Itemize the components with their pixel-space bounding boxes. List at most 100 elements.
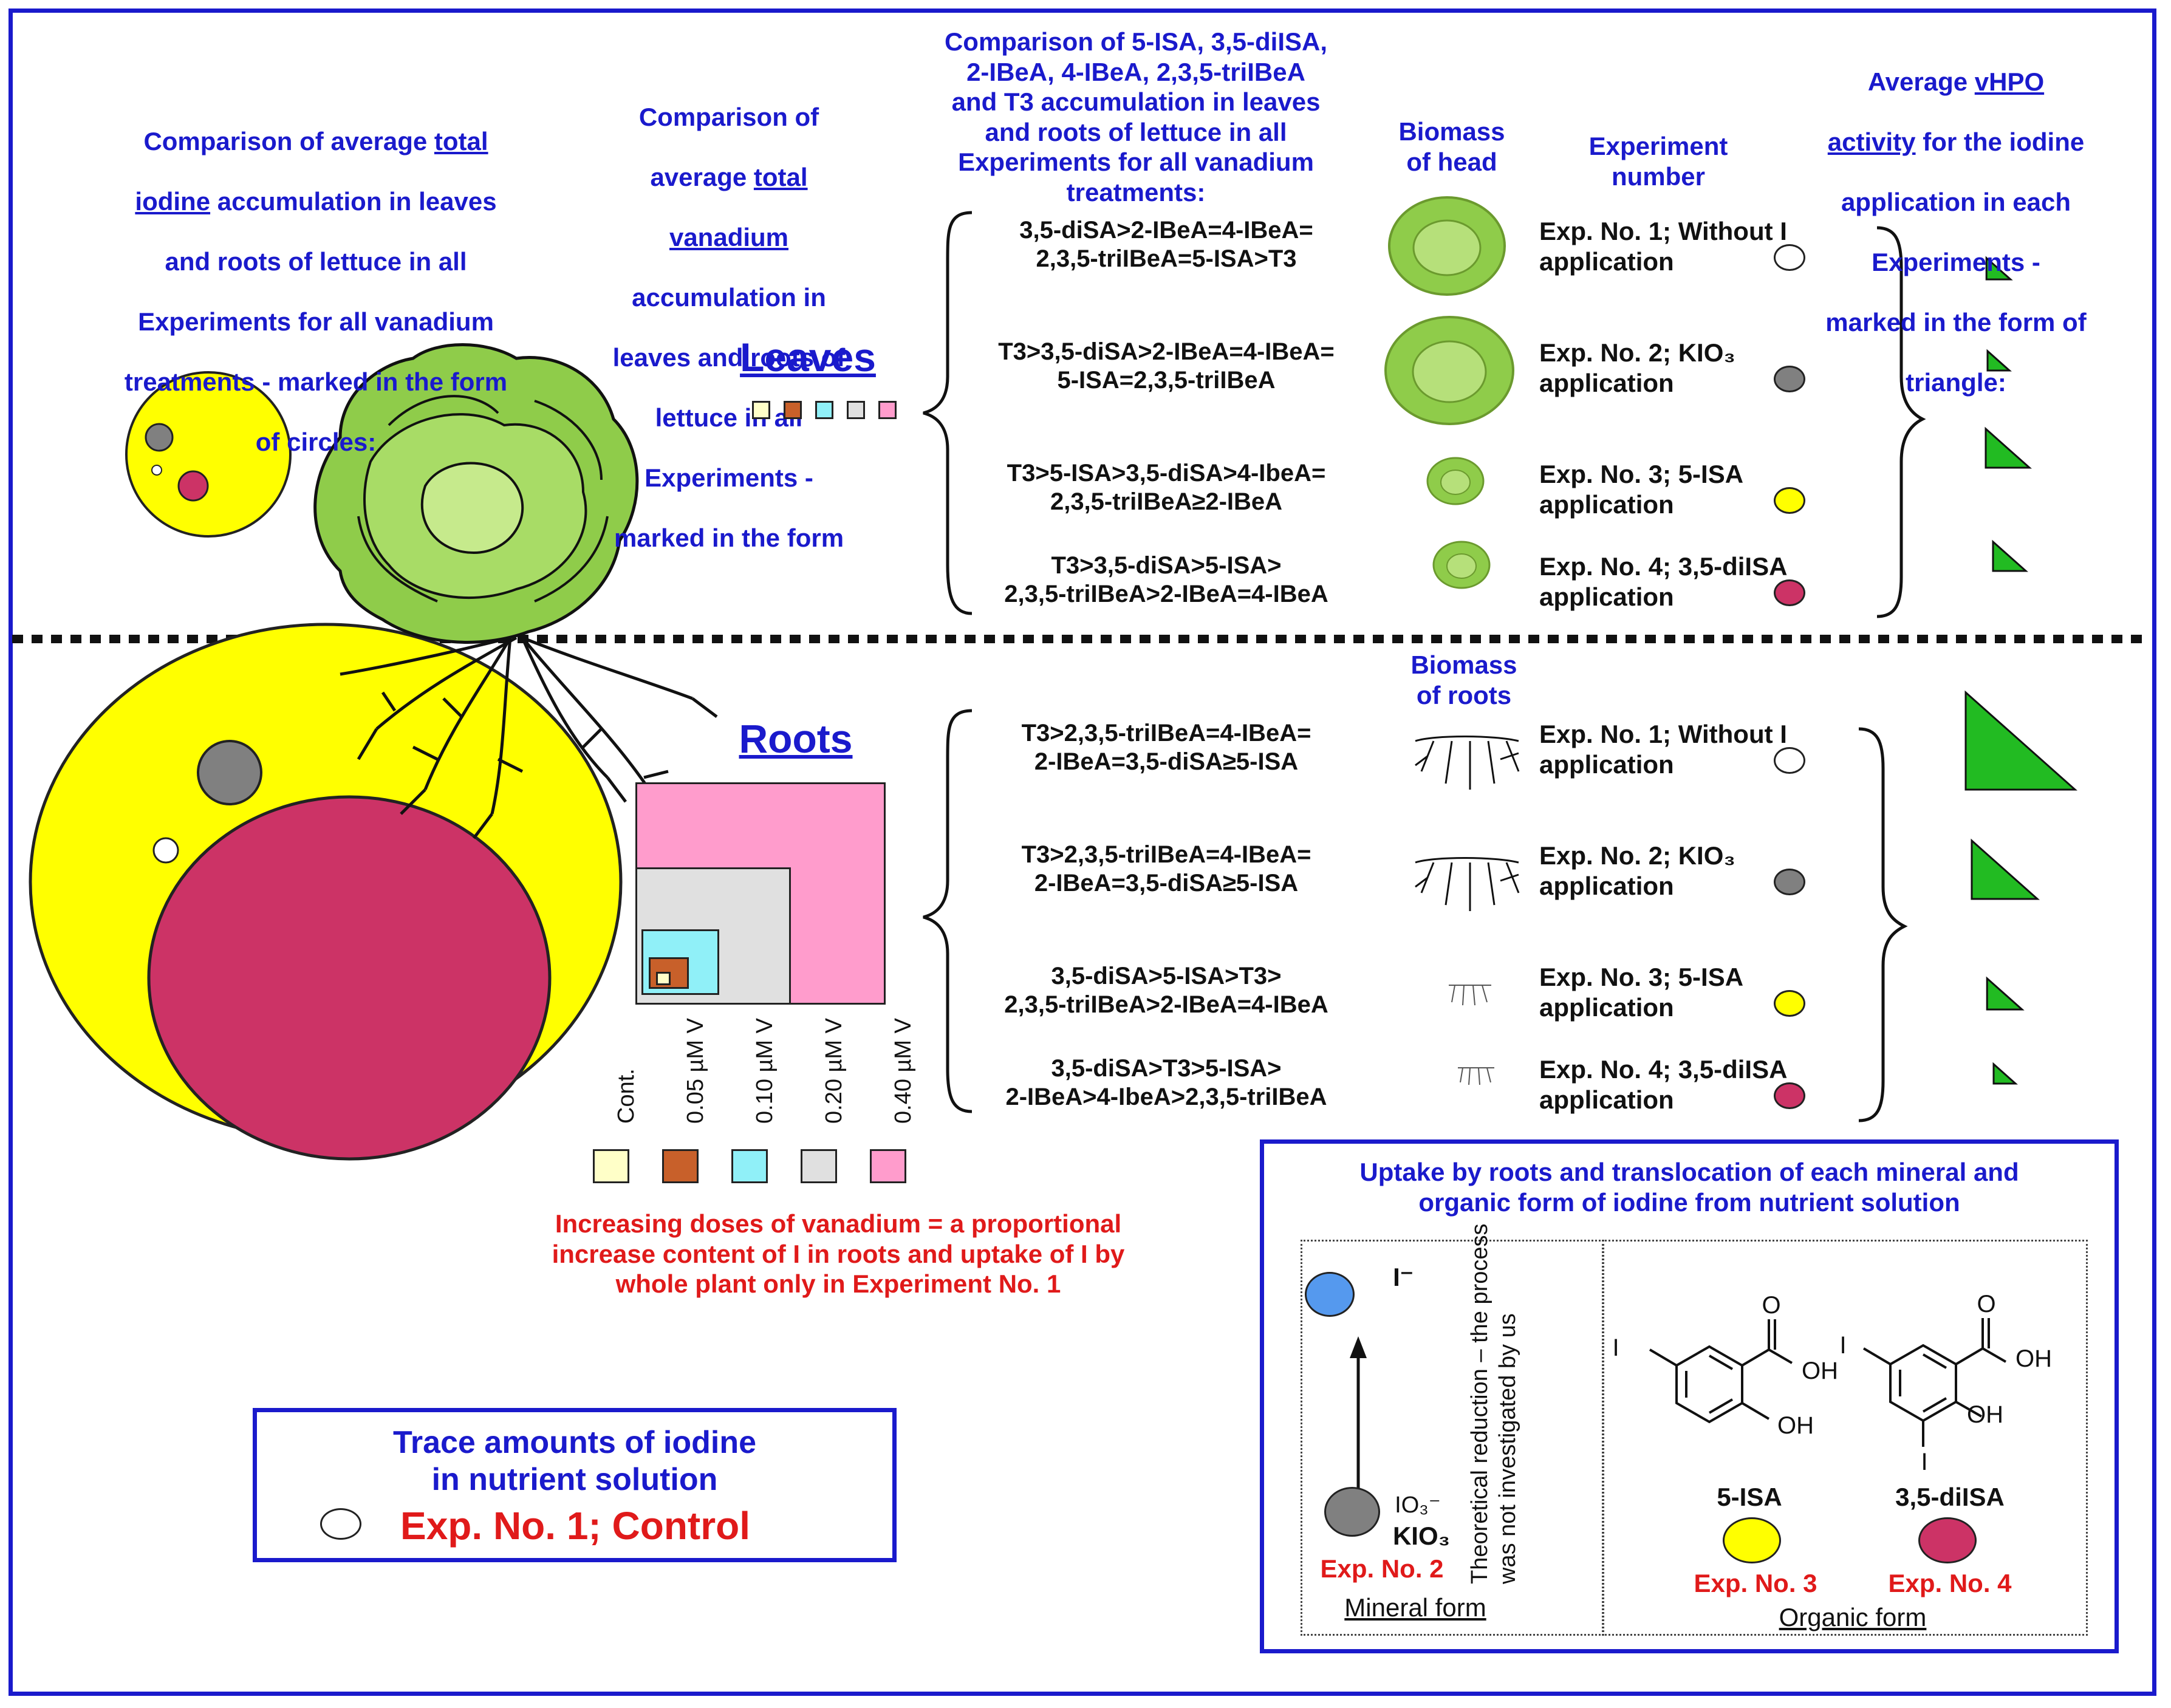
vanadium-legend-label: 0.10 µM V [752, 1018, 778, 1124]
reduction-arrowhead [1350, 1336, 1367, 1358]
biomass-roots-3 [1449, 985, 1491, 1006]
vanadium-dose-note: Increasing doses of vanadium = a proport… [552, 1209, 1125, 1299]
atom-oh1-5isa: OH [1802, 1358, 1838, 1384]
atom-oh2-5isa: OH [1777, 1412, 1814, 1439]
biomass-roots-4 [1458, 1067, 1494, 1085]
root-iodine-circle-crimson [147, 795, 552, 1161]
leaves-ranking-2: T3>3,5-diSA>2-IBeA=4-IBeA= 5-ISA=2,3,5-t… [998, 338, 1335, 394]
iodide-circle [1305, 1272, 1355, 1317]
roots-experiment-2: Exp. No. 2; KIO₃ application [1539, 841, 1735, 900]
roots-experiment-1: Exp. No. 1; Without I application [1539, 720, 1787, 779]
leaves-vhpo-triangle-2 [1986, 349, 2012, 372]
header-vanadium-accumulation: Comparison of average total vanadium acc… [612, 102, 846, 553]
roots-experiment-marker-1 [1774, 747, 1805, 774]
atom-oh1-diisa: OH [2015, 1345, 2052, 1372]
brace-leaves-left [923, 211, 973, 615]
leaves-experiment-2: Exp. No. 2; KIO₃ application [1539, 338, 1735, 397]
leaf-iodine-circle-white [151, 465, 162, 476]
vanadium-legend-swatch [870, 1149, 906, 1183]
leaf-vanadium-square-040 [878, 401, 897, 419]
trace-iodine-box: Trace amounts of iodine in nutrient solu… [253, 1408, 897, 1562]
uptake-translocation-box: Uptake by roots and translocation of eac… [1260, 1139, 2119, 1653]
roots-experiment-marker-3 [1774, 990, 1805, 1017]
leaves-experiment-marker-4 [1774, 579, 1805, 606]
leaves-experiment-marker-2 [1774, 366, 1805, 392]
structure-3-5-diisa [1862, 1318, 2007, 1447]
atom-i-5isa: I [1612, 1334, 1619, 1361]
header-experiment-number: Experiment number [1588, 132, 1728, 191]
structure-5-isa [1649, 1319, 1793, 1424]
header-biomass-head: Biomass of head [1398, 117, 1505, 176]
leaves-experiment-marker-3 [1774, 487, 1805, 514]
mineral-form-label: Mineral form [1344, 1593, 1486, 1622]
organic-form-panel [1602, 1240, 2088, 1636]
trace-box-title: Trace amounts of iodine in nutrient solu… [392, 1425, 757, 1498]
header-vhpo-activity: Average vHPO activity for the iodine app… [1825, 67, 2087, 397]
leaf-vanadium-square-005 [784, 401, 802, 419]
leaf-iodine-circle-yellow [125, 371, 292, 538]
circle-5-isa [1723, 1517, 1781, 1563]
circle-3-5-diisa [1918, 1517, 1977, 1563]
trace-box-label: Exp. No. 1; Control [400, 1504, 750, 1548]
leaf-vanadium-square-020 [847, 401, 865, 419]
roots-ranking-3: 3,5-diSA>5-ISA>T3> 2,3,5-triIBeA>2-IBeA=… [1004, 963, 1328, 1019]
root-iodine-circle-white [152, 837, 179, 864]
roots-experiment-marker-2 [1774, 869, 1805, 895]
leaves-experiment-3: Exp. No. 3; 5-ISA application [1539, 460, 1744, 519]
leaves-ranking-1: 3,5-diSA>2-IBeA=4-IBeA= 2,3,5-triIBeA=5-… [1019, 217, 1313, 273]
uptake-box-title: Uptake by roots and translocation of eac… [1359, 1158, 2019, 1217]
roots-vhpo-triangle-1 [1964, 690, 2077, 791]
trace-white-circle [320, 1508, 361, 1540]
iodate-circle [1324, 1487, 1380, 1537]
leaves-ranking-4: T3>3,5-diSA>5-ISA> 2,3,5-triIBeA>2-IBeA=… [1004, 552, 1328, 608]
reduction-note: Theoretical reduction – the process was … [1467, 1223, 1520, 1584]
vanadium-legend-label: 0.20 µM V [821, 1018, 847, 1124]
leaves-experiment-4: Exp. No. 4; 3,5-diISA application [1539, 552, 1788, 611]
vhpo-triangles [1964, 256, 2077, 1085]
section-label-roots: Roots [739, 716, 853, 761]
exp4-label: Exp. No. 4 [1888, 1569, 2012, 1597]
leaf-iodine-circle-crimson [177, 470, 209, 502]
atom-i1-diisa: I [1839, 1332, 1847, 1359]
leaves-ranking-3: T3>5-ISA>3,5-diSA>4-IbeA= 2,3,5-triIBeA≥… [1007, 460, 1326, 516]
roots-experiment-marker-4 [1774, 1082, 1805, 1109]
roots-vhpo-triangle-2 [1971, 838, 2040, 900]
root-iodine-circle-gray [197, 740, 262, 805]
leaves-vhpo-triangle-1 [1985, 256, 2013, 281]
vanadium-legend-swatch [593, 1149, 629, 1183]
label-3-5-diisa: 3,5-diISA [1895, 1483, 2005, 1511]
leaves-vhpo-triangle-3 [1985, 426, 2032, 469]
vanadium-legend-swatch [801, 1149, 837, 1183]
iodate-label: IO₃⁻ [1395, 1492, 1441, 1518]
vanadium-legend-label: 0.40 µM V [891, 1018, 916, 1124]
leaves-vhpo-triangle-4 [1992, 539, 2028, 572]
roots-ranking-4: 3,5-diSA>T3>5-ISA> 2-IBeA>4-IbeA>2,3,5-t… [1005, 1055, 1327, 1111]
header-compounds-accumulation: Comparison of 5-ISA, 3,5-diISA, 2-IBeA, … [944, 27, 1328, 207]
biomass-head-2 [1384, 316, 1514, 425]
atom-o-5isa: O [1762, 1292, 1781, 1319]
biomass-head-3 [1426, 457, 1485, 505]
roots-experiment-4: Exp. No. 4; 3,5-diISA application [1539, 1055, 1788, 1114]
biomass-head-4 [1432, 541, 1491, 589]
biomass-roots-1 [1415, 736, 1520, 790]
kio3-label: KIO₃ [1392, 1522, 1451, 1550]
atom-i2-diisa: I [1921, 1449, 1928, 1475]
outer-frame [9, 9, 2156, 1696]
root-vanadium-square-cont [656, 972, 671, 985]
section-label-leaves: Leaves [740, 335, 876, 380]
roots-ranking-2: T3>2,3,5-triIBeA=4-IBeA= 2-IBeA=3,5-diSA… [1021, 841, 1311, 897]
vanadium-legend-label: Cont. [614, 1068, 639, 1124]
biomass-roots-2 [1415, 857, 1520, 911]
atom-o-diisa: O [1977, 1291, 1996, 1317]
label-5-isa: 5-ISA [1717, 1483, 1782, 1511]
roots-vhpo-triangle-4 [1992, 1062, 2018, 1085]
header-biomass-roots: Biomass of roots [1410, 651, 1517, 709]
leaves-experiment-marker-1 [1774, 244, 1805, 271]
roots-experiment-3: Exp. No. 3; 5-ISA application [1539, 963, 1744, 1022]
roots-vhpo-triangle-3 [1986, 976, 2025, 1011]
leaf-iodine-circle-gray [145, 423, 174, 452]
atom-oh2-diisa: OH [1967, 1401, 2003, 1428]
iodide-label: I⁻ [1393, 1263, 1414, 1291]
